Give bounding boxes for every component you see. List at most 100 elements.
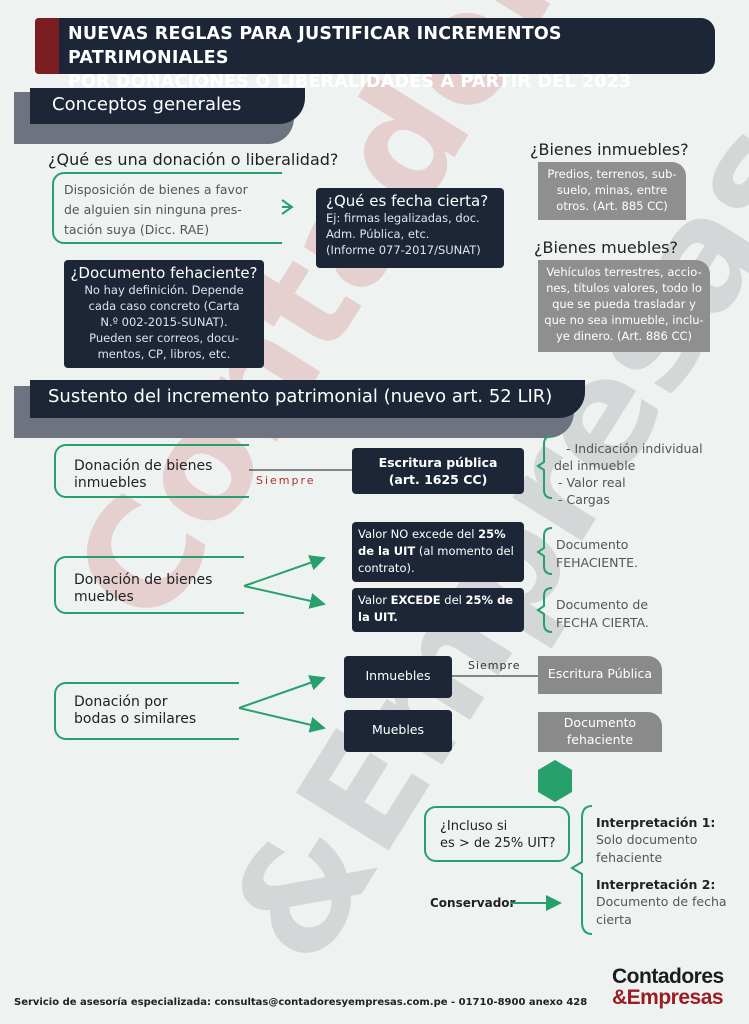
box1-line3: contrato). [358,561,415,575]
row3-muebles-text: Muebles [371,722,424,737]
interp1-line: Solo documento [596,832,698,847]
question-bracket [424,806,570,862]
interp2-line: cierta [596,912,632,927]
box1-bold: 25% [478,527,506,541]
logo-line2: &Empresas [612,986,724,1009]
question-line: ¿Incluso si [440,819,508,834]
title-banner [35,18,715,74]
row3-connector-label: Siempre [468,659,521,672]
bracket-interp [570,805,593,935]
bracket-note1 [536,527,553,575]
donacion-line: tación suya (Dicc. RAE) [64,222,210,237]
escritura-line: (art. 1625 CC) [388,472,488,487]
section1-heading-text: Conceptos generales [52,94,242,115]
conservador-label: Conservador [430,896,516,910]
muebles-box: Vehículos terrestres, accio- nes, título… [538,260,710,352]
doc-fehaciente-line: Pueden ser correos, docu- [89,331,239,345]
escritura-publica-box: Escritura pública (art. 1625 CC) [352,448,524,494]
interp2-title: Interpretación 2: [596,877,716,892]
bracket-note2 [536,587,553,633]
fecha-cierta-title: ¿Qué es fecha cierta? [326,192,489,210]
footer-service: Servicio de asesoría especializada: cons… [14,997,588,1008]
arrow-row2-up [243,555,326,587]
valor-no-excede-box: Valor NO excede del 25% de la UIT (al mo… [352,522,524,582]
interp1-line: fehaciente [596,850,663,865]
arrow-row2-down [243,585,326,609]
box2-bold2: 25% de [465,593,514,607]
logo-line1: Contadores [612,965,724,988]
box2-mid: del [440,593,466,607]
muebles-line: que se pueda trasladar y [552,297,696,311]
section2-heading-text: Sustento del incremento patrimonial (nue… [48,386,553,407]
title-accent [35,18,59,74]
inmuebles-line: suelo, minas, entre [556,183,668,197]
row2-note1: Documento FEHACIENTE. [556,536,638,572]
row1-connector-label: Siempre [256,474,316,487]
documento-fehaciente-result: Documento fehaciente [538,712,662,752]
row2-note2-line: Documento de [556,597,649,612]
question-text: ¿Incluso si es > de 25% UIT? [440,818,556,852]
box1-line2-bold: de la UIT [358,544,416,558]
fecha-cierta-line: Adm. Pública, etc. [326,227,430,241]
row1-label: Donación de bienes inmuebles [74,458,212,492]
row2-note2: Documento de FECHA CIERTA. [556,596,649,632]
row1-note: - Cargas [558,492,610,507]
question-line: es > de 25% UIT? [440,836,556,851]
row2-label: Donación de bienes muebles [74,572,212,606]
row1-label-line: Donación de bienes [74,458,213,474]
row1-notes: - Indicación individual del inmueble - V… [554,440,703,508]
box1-pre: Valor NO excede del [358,527,479,541]
row3-bracket [54,682,239,740]
inmuebles-line: Predios, terrenos, sub- [547,167,677,181]
footer-logo: Contadores &Empresas [612,966,724,1008]
box2-pre: Valor [358,593,391,607]
interp1: Interpretación 1: Solo documento fehacie… [596,814,715,867]
valor-excede-box: Valor EXCEDE del 25% de la UIT. [352,588,524,632]
title-line1: NUEVAS REGLAS PARA JUSTIFICAR INCREMENTO… [68,24,562,68]
escritura-line: Escritura pública [378,455,498,470]
row3-muebles-box: Muebles [344,710,452,752]
row3-label-line: Donación por [74,694,168,710]
donacion-line: Disposición de bienes a favor [64,182,248,197]
arrow-row3-down [238,707,326,733]
question-inmuebles: ¿Bienes inmuebles? [530,140,689,159]
muebles-line: ye dinero. (Art. 886 CC) [555,329,693,343]
result2-line: fehaciente [566,732,634,747]
title-line2: POR DONACIONES O LIBERALIDADES A PARTIR … [68,72,632,92]
row2-bracket [54,556,244,614]
interp2: Interpretación 2: Documento de fecha cie… [596,876,727,929]
escritura-publica-result: Escritura Pública [538,656,662,694]
arrow-row3-up [238,675,326,709]
row2-label-line: muebles [74,589,134,605]
muebles-line: Vehículos terrestres, accio- [546,265,702,279]
row2-label-line: Donación de bienes [74,572,213,588]
row3-inmuebles-text: Inmuebles [365,668,431,683]
doc-fehaciente-box: ¿Documento fehaciente? No hay definición… [64,260,264,368]
row1-note: del inmueble [554,458,636,473]
row2-note2-line: FECHA CIERTA. [556,615,649,630]
inmuebles-box: Predios, terrenos, sub- suelo, minas, en… [538,162,686,220]
donacion-definition: Disposición de bienes a favor de alguien… [64,180,248,240]
question-donacion: ¿Qué es una donación o liberalidad? [48,150,339,169]
hexagon-marker [538,760,572,802]
row2-note1-line: FEHACIENTE. [556,555,638,570]
interp2-line: Documento de fecha [596,894,727,909]
doc-fehaciente-line: No hay definición. Depende [84,283,244,297]
donacion-bracket [52,172,282,244]
box2-line2-bold: la UIT. [358,610,398,624]
result2-line: Documento [563,715,637,730]
row1-bracket [54,444,249,498]
row2-note1-line: Documento [556,537,629,552]
fecha-cierta-line: Ej: firmas legalizadas, doc. [326,211,480,225]
result1-text: Escritura Pública [547,666,653,681]
fecha-cierta-box: ¿Qué es fecha cierta? Ej: firmas legaliz… [316,188,504,268]
interp1-title: Interpretación 1: [596,815,716,830]
doc-fehaciente-line: N.º 002-2015-SUNAT). [100,315,228,329]
muebles-line: que no sea inmueble, inclu- [544,313,704,327]
box1-line2: (al momento del [415,544,514,558]
box2-bold1: EXCEDE [390,593,441,607]
section1-heading: Conceptos generales [30,88,305,124]
row1-label-line: inmuebles [74,475,147,491]
doc-fehaciente-line: cada caso concreto (Carta [88,299,240,313]
